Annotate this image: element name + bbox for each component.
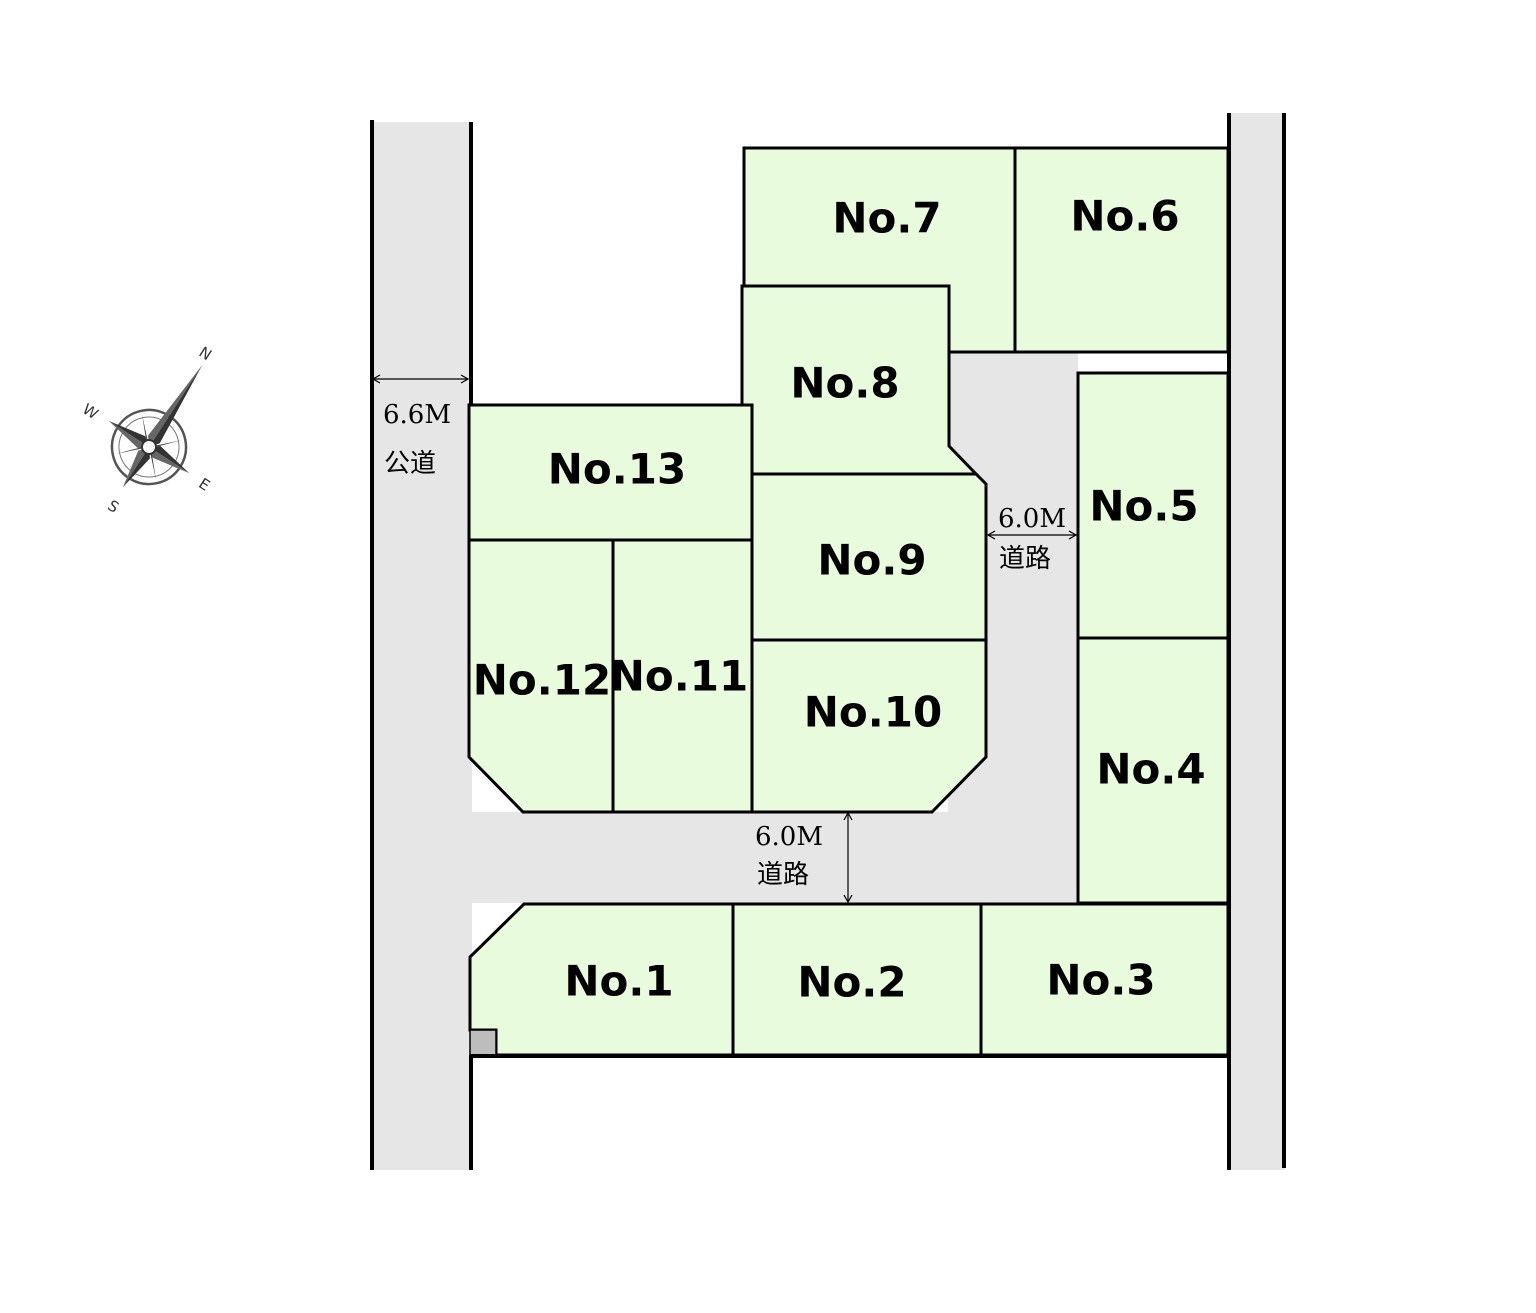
lot-6-label: No.6 — [1070, 192, 1179, 241]
inner-road-vertical-dimension: 6.0M 道路 — [986, 504, 1078, 574]
lot-13-label: No.13 — [548, 445, 686, 494]
lot-10-label: No.10 — [804, 688, 942, 737]
lot-7-label: No.7 — [832, 194, 941, 243]
inner-road-horizontal-name: 道路 — [757, 860, 809, 890]
road-east — [1230, 113, 1285, 1170]
lot-12-label: No.12 — [473, 656, 611, 705]
lot-13[interactable]: No.13 — [467, 403, 754, 542]
inner-road-horizontal-width: 6.0M — [755, 822, 823, 852]
lot-12[interactable]: No.12 — [467, 538, 615, 814]
public-road-name: 公道 — [384, 449, 436, 479]
lot-8[interactable]: No.8 — [740, 284, 980, 476]
public-road-west — [372, 122, 472, 1170]
lot-8-label: No.8 — [790, 359, 899, 408]
lot-1[interactable]: No.1 — [468, 902, 735, 1057]
compass-east: E — [195, 474, 213, 494]
lot-7[interactable]: No.7 — [742, 146, 1017, 354]
compass-south: S — [104, 496, 122, 516]
lot-1-label: No.1 — [564, 957, 673, 1006]
lot-11-label: No.11 — [610, 652, 748, 701]
lot-10[interactable]: No.10 — [750, 638, 988, 814]
compass-rose-icon — [108, 364, 203, 488]
compass-north: N — [196, 343, 215, 364]
inner-road-horizontal-dimension: 6.0M 道路 — [755, 811, 853, 904]
lot-9-label: No.9 — [817, 536, 926, 585]
lot-4-label: No.4 — [1096, 745, 1205, 794]
lot-3[interactable]: No.3 — [979, 902, 1230, 1057]
corner-notch — [469, 1029, 497, 1056]
lot-2-label: No.2 — [797, 958, 906, 1007]
lot-6[interactable]: No.6 — [1013, 146, 1230, 354]
lot-5-label: No.5 — [1089, 482, 1198, 531]
lot-9[interactable]: No.9 — [750, 472, 988, 642]
lot-3-label: No.3 — [1046, 956, 1155, 1005]
public-road-dimension: 6.6M 公道 — [371, 374, 470, 479]
lot-2[interactable]: No.2 — [731, 902, 983, 1057]
lot-4[interactable]: No.4 — [1076, 636, 1230, 905]
inner-road-vertical-name: 道路 — [999, 544, 1051, 574]
public-road-width: 6.6M — [383, 400, 451, 430]
compass-west: W — [79, 400, 101, 423]
lot-5[interactable]: No.5 — [1076, 371, 1230, 640]
lot-11[interactable]: No.11 — [610, 538, 754, 814]
inner-road-vertical-width: 6.0M — [998, 504, 1066, 534]
